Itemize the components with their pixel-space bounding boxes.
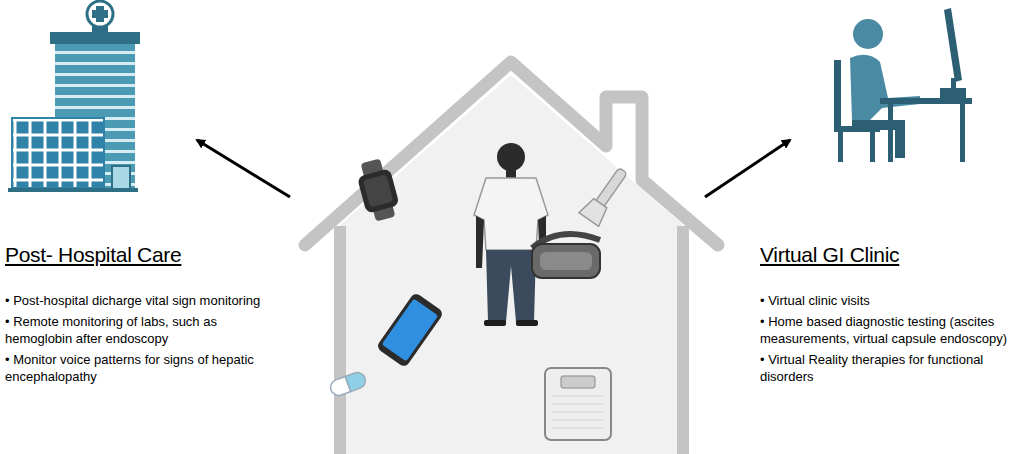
- pill: [328, 370, 367, 397]
- hospital-icon-part: [8, 188, 138, 192]
- pill-part: [345, 370, 367, 391]
- smartphone-part: [382, 298, 439, 361]
- clinician-icon-part: [880, 98, 972, 104]
- ultrasound-probe-part: [595, 168, 627, 208]
- patient-figure-part: [497, 143, 525, 171]
- clinician-icon-part: [951, 78, 956, 90]
- clinician-icon: [834, 8, 972, 162]
- ultrasound-probe: [579, 164, 633, 227]
- bullet-item: • Monitor voice patterns for signs of he…: [5, 351, 267, 385]
- clinician-icon-part: [834, 60, 841, 130]
- patient-figure-part: [474, 178, 548, 250]
- weighing-scale-part: [552, 396, 604, 428]
- bullet-item: • Virtual Reality therapies for function…: [760, 351, 1010, 385]
- vr-headset-part: [540, 252, 592, 270]
- weighing-scale-part: [545, 368, 611, 440]
- clinician-icon-part: [944, 8, 962, 82]
- smartphone: [376, 292, 444, 368]
- bullet-list: • Virtual clinic visits • Home based diag…: [760, 292, 1010, 389]
- house-outline-part: [340, 75, 683, 454]
- hospital-icon-part: [112, 166, 130, 190]
- hospital-icon-part: [92, 6, 108, 22]
- arrow-part: [197, 140, 290, 197]
- patient-figure-part: [484, 320, 506, 326]
- arrow-part: [705, 140, 790, 197]
- house-outline-part: [340, 226, 683, 454]
- bullet-item: • Virtual clinic visits: [760, 292, 1010, 309]
- patient-figure-part: [506, 168, 516, 178]
- vr-headset: [532, 234, 600, 278]
- bullet-item: • Remote monitoring of labs, such as hem…: [5, 313, 267, 347]
- hospital-icon-part: [87, 1, 113, 27]
- section-title: Post- Hospital Care: [5, 243, 181, 267]
- house-outline: [305, 62, 718, 454]
- clinician-icon-part: [870, 130, 875, 162]
- clinician-icon-part: [853, 19, 883, 49]
- smartwatch-part: [357, 168, 400, 214]
- vr-headset-part: [532, 244, 600, 278]
- smartwatch-part: [363, 174, 393, 207]
- hospital-icon-part: [12, 118, 104, 188]
- weighing-scale-part: [561, 376, 595, 388]
- clinician-icon-part: [960, 104, 965, 162]
- patient-figure-part: [476, 216, 484, 268]
- patient-figure: [474, 143, 548, 326]
- bullet-list: • Post-hospital dicharge vital sign moni…: [5, 292, 267, 389]
- bullet-item: • Home based diagnostic testing (ascites…: [760, 313, 1010, 347]
- smartwatch-part: [361, 158, 396, 221]
- ultrasound-probe-part: [579, 196, 610, 226]
- clinician-icon-part: [850, 55, 920, 120]
- clinician-icon-part: [888, 104, 893, 162]
- hospital-icon: [8, 1, 140, 192]
- clinician-icon-part: [852, 120, 905, 158]
- patient-figure-part: [516, 320, 538, 326]
- bullet-item: • Post-hospital dicharge vital sign moni…: [5, 292, 267, 309]
- patient-figure-part: [486, 250, 536, 322]
- clinician-icon-part: [838, 130, 843, 162]
- smartwatch: [354, 157, 402, 224]
- weighing-scale: [545, 368, 611, 440]
- smartphone-part: [376, 292, 444, 368]
- section-title: Virtual GI Clinic: [760, 243, 899, 267]
